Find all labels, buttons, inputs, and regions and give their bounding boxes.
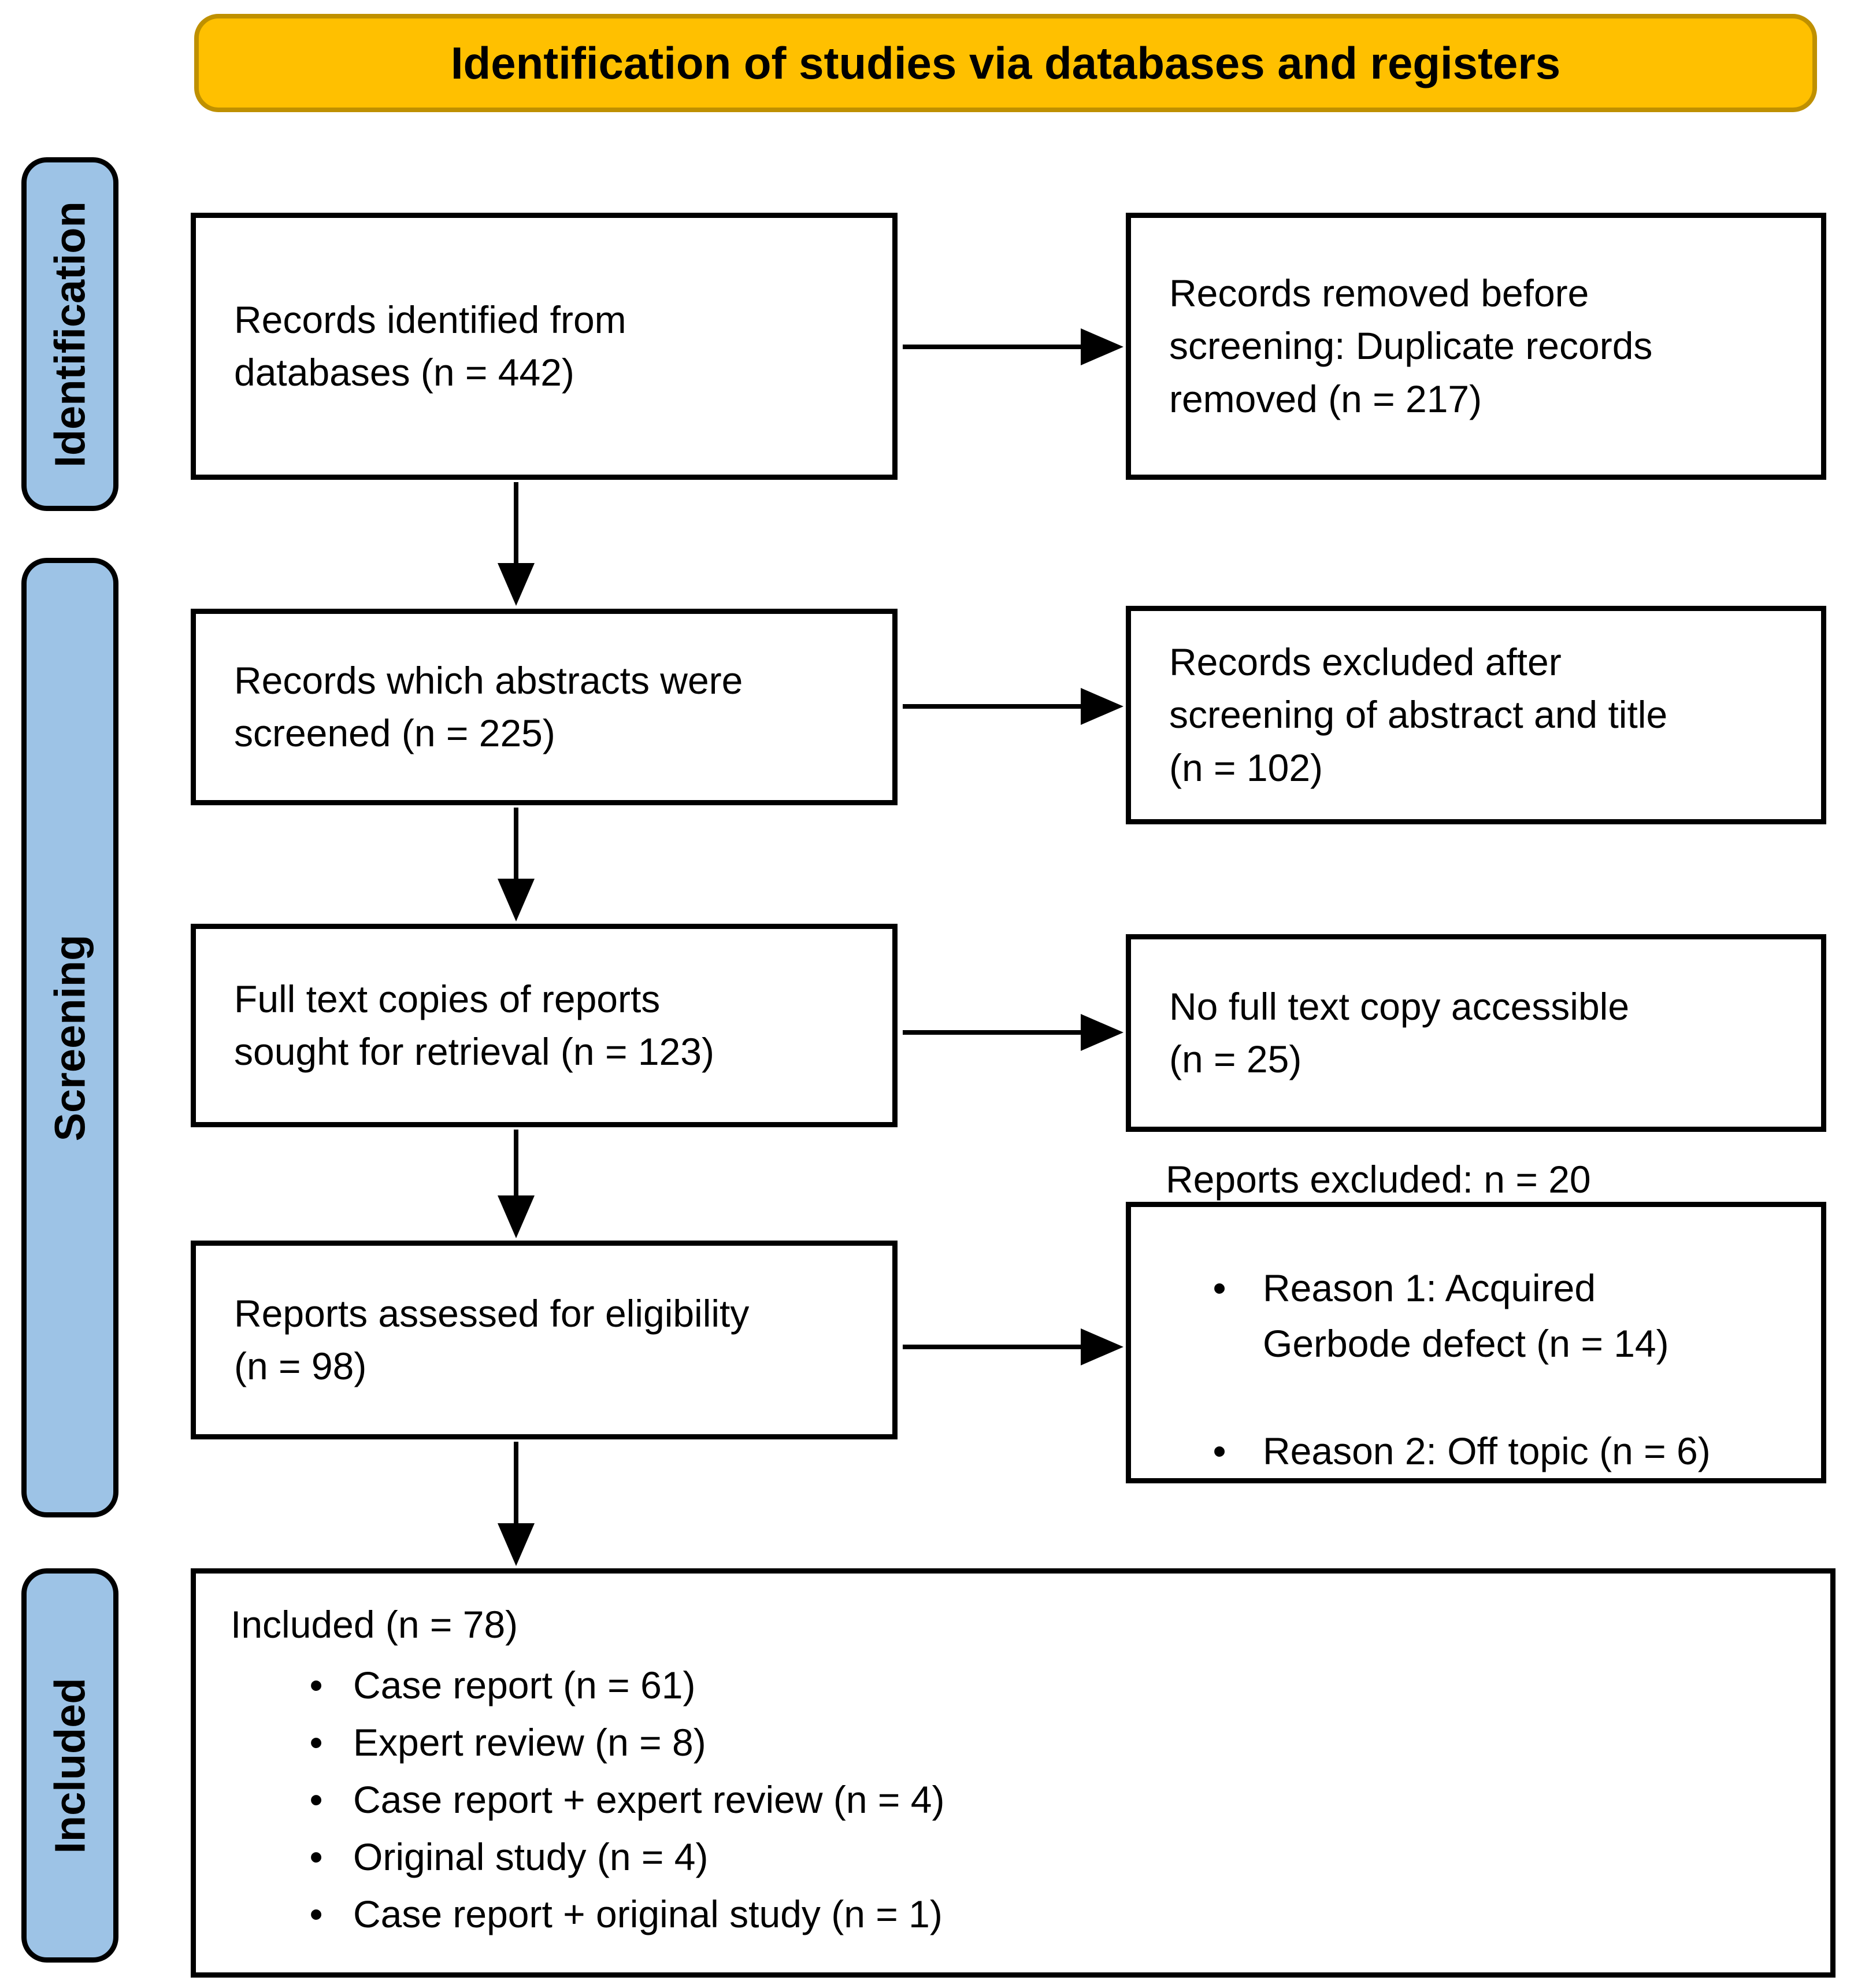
box-records-identified: Records identified from databases (n = 4…: [191, 213, 898, 480]
box-fulltext-sought: Full text copies of reports sought for r…: [191, 924, 898, 1127]
box-abstracts-screened: Records which abstracts were screened (n…: [191, 609, 898, 805]
stage-identification-text: Identification: [46, 201, 94, 468]
reason-1-text: Reason 1: Acquired Gerbode defect (n = 1…: [1263, 1266, 1669, 1365]
box-abstracts-screened-text: Records which abstracts were screened (n…: [234, 658, 743, 754]
arrow-identified-to-abstracts: [498, 482, 535, 606]
list-item: • Reason 1: Acquired Gerbode defect (n =…: [1166, 1261, 1804, 1371]
box-records-excluded-text: Records excluded after screening of abst…: [1169, 641, 1668, 789]
bullet-icon: •: [1212, 1430, 1226, 1473]
reports-excluded-list: • Reason 1: Acquired Gerbode defect (n =…: [1166, 1208, 1804, 1532]
list-item: • Case report (n = 61): [231, 1657, 1807, 1714]
bullet-icon: •: [309, 1835, 323, 1879]
list-item: • Expert review (n = 8): [231, 1714, 1807, 1771]
reports-excluded-title: Reports excluded: n = 20: [1166, 1157, 1591, 1201]
box-records-removed-text: Records removed before screening: Duplic…: [1169, 272, 1653, 420]
header-title: Identification of studies via databases …: [450, 37, 1561, 88]
arrow-assessed-to-excluded: [903, 1328, 1123, 1365]
box-no-fulltext-text: No full text copy accessible (n = 25): [1169, 984, 1630, 1080]
stage-label-included: Included: [21, 1568, 118, 1963]
arrow-abstracts-to-fulltext: [498, 808, 535, 921]
stage-included-text: Included: [46, 1677, 94, 1854]
arrow-assessed-to-included: [498, 1442, 535, 1566]
bullet-icon: •: [309, 1664, 323, 1707]
bullet-icon: •: [309, 1778, 323, 1822]
bullet-icon: •: [1212, 1266, 1226, 1309]
included-item-4-text: Original study (n = 4): [353, 1835, 709, 1879]
included-item-3-text: Case report + expert review (n = 4): [353, 1778, 945, 1822]
arrow-fulltext-to-assessed: [498, 1130, 535, 1238]
included-item-5-text: Case report + original study (n = 1): [353, 1893, 943, 1936]
box-reports-excluded: Reports excluded: n = 20 • Reason 1: Acq…: [1126, 1158, 1826, 1483]
box-reports-assessed: Reports assessed for eligibility (n = 98…: [191, 1241, 898, 1439]
reason-2-text: Reason 2: Off topic (n = 6): [1263, 1430, 1711, 1473]
bullet-icon: •: [309, 1721, 323, 1764]
stage-label-screening: Screening: [21, 558, 118, 1517]
list-item: • Case report + expert review (n = 4): [231, 1771, 1807, 1828]
bullet-icon: •: [309, 1893, 323, 1936]
list-item: • Original study (n = 4): [231, 1828, 1807, 1886]
arrow-abstracts-to-excluded: [903, 688, 1123, 725]
included-title: Included (n = 78): [231, 1603, 518, 1646]
stage-label-identification: Identification: [21, 157, 118, 511]
box-records-identified-text: Records identified from databases (n = 4…: [234, 298, 626, 394]
included-item-1-text: Case report (n = 61): [353, 1664, 696, 1707]
arrow-fulltext-to-nofulltext: [903, 1014, 1123, 1051]
box-included: Included (n = 78) • Case report (n = 61)…: [191, 1568, 1836, 1978]
header-banner: Identification of studies via databases …: [194, 14, 1817, 112]
stage-screening-text: Screening: [46, 934, 94, 1141]
box-records-removed: Records removed before screening: Duplic…: [1126, 213, 1826, 480]
box-no-fulltext: No full text copy accessible (n = 25): [1126, 934, 1826, 1132]
box-fulltext-sought-text: Full text copies of reports sought for r…: [234, 977, 714, 1073]
box-records-excluded: Records excluded after screening of abst…: [1126, 606, 1826, 824]
arrow-identified-to-removed: [903, 328, 1123, 365]
box-reports-assessed-text: Reports assessed for eligibility (n = 98…: [234, 1291, 750, 1387]
included-item-2-text: Expert review (n = 8): [353, 1721, 706, 1764]
list-item: • Case report + original study (n = 1): [231, 1886, 1807, 1943]
included-list: • Case report (n = 61) • Expert review (…: [231, 1657, 1807, 1943]
list-item: • Reason 2: Off topic (n = 6): [1166, 1424, 1804, 1479]
